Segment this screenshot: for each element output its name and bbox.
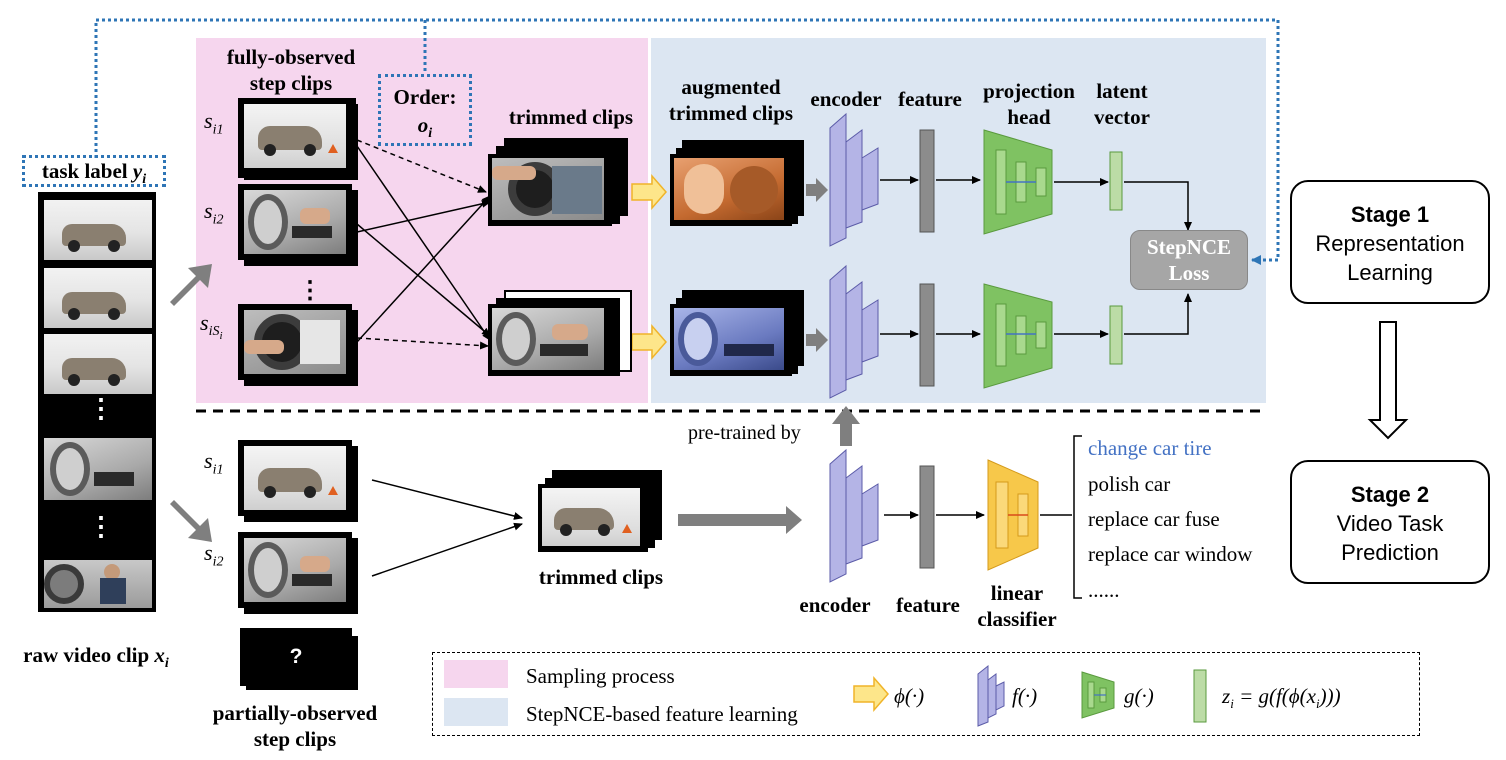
stepnce-loss-label: StepNCE Loss bbox=[1146, 235, 1231, 285]
encoder-top-label: encoder bbox=[810, 87, 882, 111]
class-item-4: replace car window bbox=[1088, 542, 1253, 566]
linear-classifier-shape bbox=[987, 459, 1039, 571]
legend-icons bbox=[853, 664, 1207, 727]
legend-stepnce-swatch bbox=[444, 698, 508, 726]
legend-stepnce-text: StepNCE-based feature learning bbox=[526, 702, 798, 726]
raw-frame-2 bbox=[44, 268, 152, 328]
stage-transition-arrow bbox=[1367, 321, 1409, 440]
encoder-bottom-shape bbox=[829, 448, 879, 583]
trimmed-clip-stage2 bbox=[542, 488, 640, 546]
encoder-top-shape bbox=[829, 112, 879, 247]
step-label-i2-top: si2 bbox=[204, 198, 224, 228]
raw-to-top-arrow bbox=[170, 264, 212, 306]
order-label: Order: bbox=[393, 85, 457, 109]
feature-top-label: feature bbox=[898, 87, 962, 111]
projection-head-label: projection head bbox=[983, 79, 1075, 129]
task-label-feedback-path bbox=[94, 18, 1280, 265]
encoder-mid-shape bbox=[829, 264, 879, 399]
raw-frame-1 bbox=[44, 200, 152, 260]
task-label-box bbox=[22, 155, 166, 187]
step-label-i2-bottom: si2 bbox=[204, 540, 224, 570]
partially-observed-label: partially-observed step clips bbox=[212, 701, 378, 751]
stepnce-loss-box bbox=[1130, 230, 1248, 290]
class-item-5: ...... bbox=[1088, 578, 1120, 602]
raw-to-bottom-arrow bbox=[170, 500, 212, 542]
stage2-desc: Video Task Prediction bbox=[1336, 511, 1444, 565]
stage2-to-encoder-arrow bbox=[678, 506, 802, 534]
class-bracket bbox=[1073, 435, 1082, 599]
legend-sampling-text: Sampling process bbox=[526, 664, 675, 688]
raw-video-filmstrip bbox=[38, 192, 156, 612]
latent-vector-label: latent vector bbox=[1094, 79, 1150, 129]
trimmed-clips-top-label: trimmed clips bbox=[508, 105, 634, 129]
augmented-clip-bottom bbox=[674, 308, 784, 370]
missing-step-clip bbox=[240, 628, 352, 686]
augment-arrow-top bbox=[631, 174, 667, 210]
legend-f: f(·) bbox=[1012, 684, 1038, 708]
raw-frame-4 bbox=[44, 438, 152, 500]
legend-z: zi = g(f(ϕ(xi))) bbox=[1222, 684, 1341, 712]
raw-video-label: raw video clip xi bbox=[23, 643, 169, 672]
projection-head-top bbox=[983, 129, 1053, 235]
step-label-iSi-top: siSi bbox=[200, 310, 223, 343]
raw-dots-2: ⋮ bbox=[88, 512, 114, 541]
stage2-box: Stage 2 Video Task Prediction bbox=[1290, 460, 1490, 584]
class-item-3: replace car fuse bbox=[1088, 507, 1220, 531]
task-label-text: task label yi bbox=[41, 159, 147, 188]
pretrained-label: pre-trained by bbox=[688, 422, 801, 444]
step-clip-i2-bottom bbox=[244, 538, 346, 602]
stage1-desc: Representation Learning bbox=[1315, 231, 1465, 285]
class-item-2: polish car bbox=[1088, 472, 1171, 496]
trimmed-clip-top bbox=[492, 158, 604, 220]
step-clip-i2-top bbox=[244, 190, 346, 254]
feature-bottom-label: feature bbox=[896, 593, 960, 617]
missing-step-question: ? bbox=[289, 645, 303, 668]
order-box bbox=[378, 74, 472, 146]
stage1-box: Stage 1 Representation Learning bbox=[1290, 180, 1490, 304]
step-dots-top: ⋮ bbox=[298, 278, 322, 304]
raw-dots-1: ⋮ bbox=[88, 394, 114, 423]
trimmed-clips-bottom-label: trimmed clips bbox=[538, 565, 664, 589]
projection-head-bottom bbox=[983, 283, 1053, 389]
class-item-1: change car tire bbox=[1088, 436, 1212, 460]
trimmed-clip-bottom-stage1 bbox=[492, 308, 604, 370]
pretrained-arrow bbox=[832, 406, 860, 446]
step-clip-i1-top bbox=[244, 104, 346, 168]
legend-box bbox=[432, 652, 1420, 736]
raw-frame-3 bbox=[44, 334, 152, 394]
stage2-title: Stage 2 bbox=[1350, 482, 1430, 507]
step-label-i1-bottom: si1 bbox=[204, 448, 224, 478]
legend-phi: ϕ(·) bbox=[894, 684, 925, 708]
order-variable: oi bbox=[417, 113, 433, 142]
step-clip-iSi-top bbox=[244, 310, 346, 374]
legend-sampling-swatch bbox=[444, 660, 508, 688]
raw-frame-5 bbox=[44, 560, 152, 608]
step-clip-i1-bottom bbox=[244, 446, 346, 510]
legend-g: g(·) bbox=[1124, 684, 1154, 708]
augmented-clip-top bbox=[674, 158, 784, 220]
step-label-i1-top: si1 bbox=[204, 108, 224, 138]
augmented-label: augmented trimmed clips bbox=[668, 75, 794, 125]
stage1-title: Stage 1 bbox=[1350, 202, 1430, 227]
augment-arrow-bottom bbox=[631, 324, 667, 360]
linear-classifier-label: linear classifier bbox=[977, 581, 1057, 631]
fully-observed-label: fully-observed step clips bbox=[226, 45, 356, 95]
encoder-bottom-label: encoder bbox=[799, 593, 871, 617]
